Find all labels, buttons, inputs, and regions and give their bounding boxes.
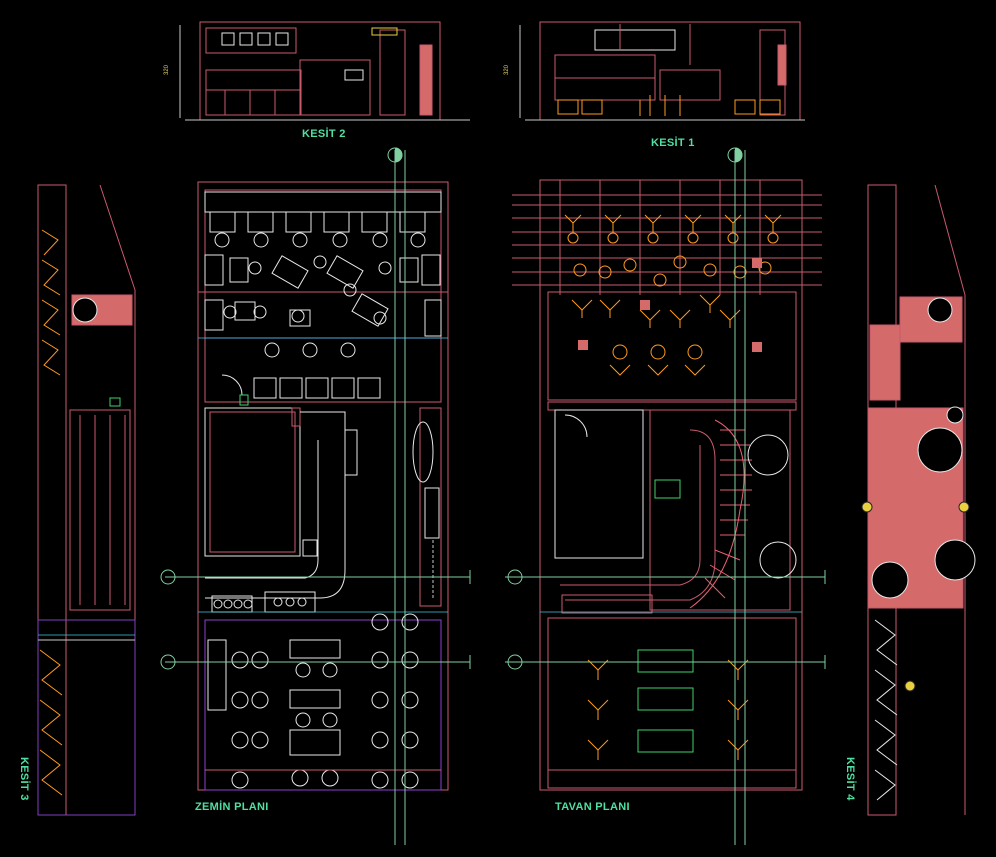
label-zemin-plani: ZEMİN PLANI <box>195 801 269 813</box>
section-4-drawing <box>867 184 976 816</box>
svg-text:320: 320 <box>164 64 170 75</box>
section-3-drawing <box>37 184 136 816</box>
level-markers <box>861 501 970 692</box>
section-3-furniture <box>39 229 63 796</box>
section-1-drawing <box>519 21 805 121</box>
section-markers <box>160 147 826 670</box>
section-4-furniture <box>874 619 898 801</box>
label-kesit-3: KESİT 3 <box>18 757 30 801</box>
cyan-dimension-lines <box>38 337 802 636</box>
label-kesit-2: KESİT 2 <box>302 128 346 140</box>
grid-axes <box>165 150 825 845</box>
ceiling-plan <box>512 179 822 791</box>
label-tavan-plani: TAVAN PLANI <box>555 801 630 813</box>
label-kesit-1: KESİT 1 <box>651 137 695 149</box>
label-kesit-4: KESİT 4 <box>844 757 856 801</box>
svg-text:320: 320 <box>504 64 510 75</box>
section-2-drawing <box>179 21 470 121</box>
